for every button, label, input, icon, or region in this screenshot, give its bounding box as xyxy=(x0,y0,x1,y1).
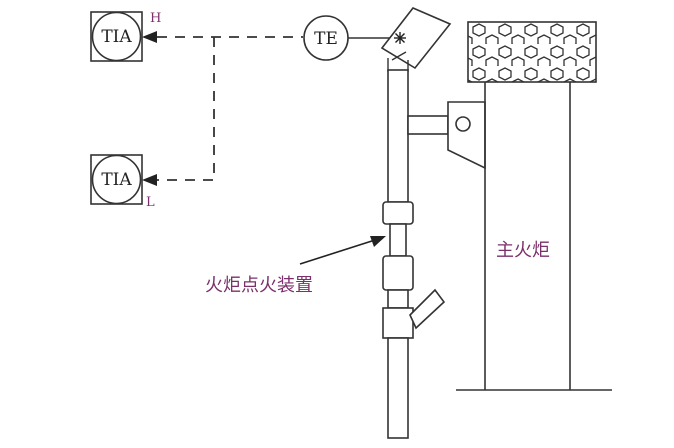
tia-low-arrowhead xyxy=(142,174,157,186)
te-instrument[interactable]: TE xyxy=(303,15,349,61)
tia-high-instrument[interactable]: TIA xyxy=(90,11,143,62)
main-flare-label: 主火炬 xyxy=(496,240,550,261)
ignition-device-label: 火炬点火装置 xyxy=(205,275,313,296)
asterisk-spark-icon xyxy=(394,32,406,44)
tia-low-instrument[interactable]: TIA xyxy=(90,154,143,205)
tia-high-label: TIA xyxy=(101,27,132,47)
tia-high-arrowhead xyxy=(142,31,157,43)
igniter-head xyxy=(380,7,452,72)
arrow-pointer-icon xyxy=(299,236,386,265)
igniter-pipe xyxy=(382,69,446,439)
low-marker: L xyxy=(146,195,155,210)
te-label: TE xyxy=(314,29,338,49)
support-bracket xyxy=(407,101,486,170)
main-flare xyxy=(456,21,612,391)
signal-lines xyxy=(157,36,303,181)
tia-low-label: TIA xyxy=(101,170,132,190)
high-marker: H xyxy=(150,11,161,26)
